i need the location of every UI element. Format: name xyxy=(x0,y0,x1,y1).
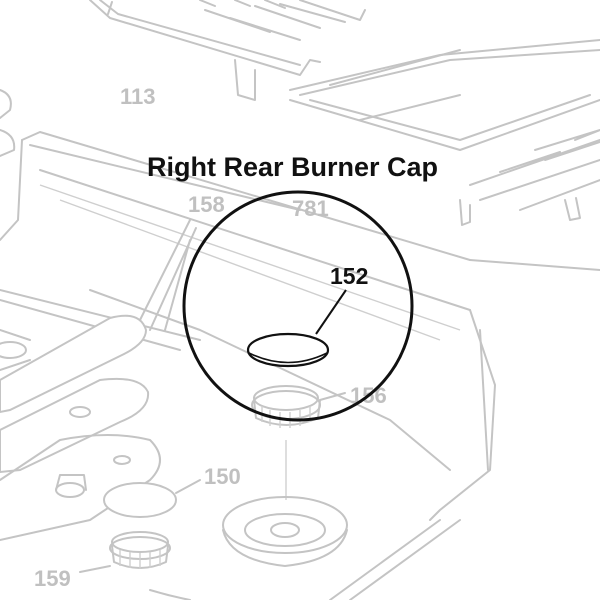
highlight-circle xyxy=(182,190,414,422)
burner-base-drawing xyxy=(222,496,348,567)
part-label-781: 781 xyxy=(292,196,329,221)
part-label-158: 158 xyxy=(188,192,225,217)
cooktop-body-drawing xyxy=(0,131,600,600)
part-label-113: 113 xyxy=(120,84,156,109)
burner-156-drawing xyxy=(251,385,346,500)
burner-159-drawing xyxy=(79,531,191,600)
burner-cap-152-drawing xyxy=(246,332,330,368)
left-burner-area-drawing xyxy=(0,89,161,541)
diagram-title: Right Rear Burner Cap xyxy=(147,152,438,182)
right-grate-drawing xyxy=(289,39,600,226)
cap-150-drawing xyxy=(103,479,201,518)
part-152-leader-line xyxy=(315,289,347,335)
side-rail-158-drawing xyxy=(139,219,197,331)
left-grate-drawing xyxy=(89,0,366,101)
part-label-159: 159 xyxy=(34,566,71,591)
part-label-150: 150 xyxy=(204,464,241,489)
part-label-152: 152 xyxy=(330,263,368,289)
